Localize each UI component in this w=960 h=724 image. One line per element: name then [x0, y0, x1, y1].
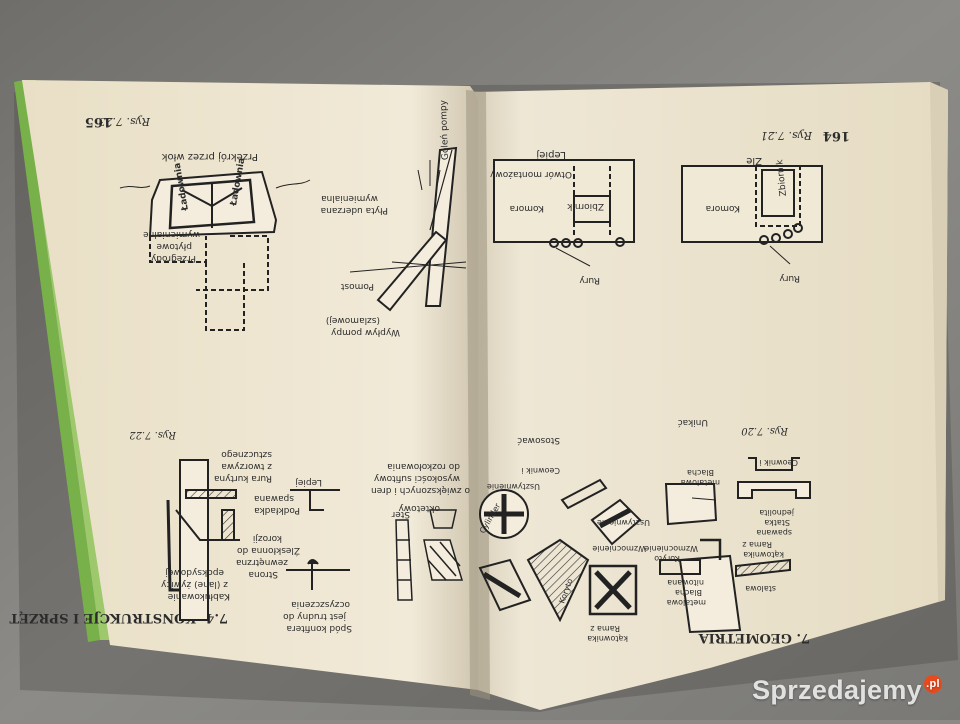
right-page-content: 164 Rys. 7.21 7. GEOMETRIA Rys. 7.20 Lep…: [478, 128, 850, 645]
label-ceownik-1: Ceownik i: [759, 458, 798, 467]
label-komora-2: Komora: [706, 203, 740, 213]
label-wyplyw-2: (szlamowej): [326, 315, 380, 325]
hold-cross-section-diagram: [119, 170, 311, 331]
label-strona-2: zewnętrzna: [236, 557, 288, 567]
label-nitowana: nitowana: [667, 578, 704, 587]
label-strona-4: korozji: [253, 533, 282, 543]
watermark-brand: Sprzedajemy: [752, 675, 922, 705]
label-ster: Ster: [391, 509, 410, 519]
label-otwor: Otwór montażowy: [489, 169, 572, 180]
label-lepiej-right: Lepiej: [536, 149, 566, 160]
cone-diagram: [395, 509, 464, 601]
left-fig-ref-top: Rys. 7.23: [99, 115, 151, 128]
label-spod-1: Spód konfitera: [286, 623, 352, 634]
label-zbiornik-1: Zbiornik: [566, 201, 604, 211]
label-wzmoc-1: Wzmocnienie: [592, 544, 646, 553]
label-zle-left: Źle: [285, 545, 300, 557]
label-plyta-wym: wymienialna: [321, 193, 378, 203]
label-statka-1: Statka: [764, 518, 790, 527]
column-flange-diagram: [166, 459, 350, 621]
label-kabl-2: z (lane) żywicy: [160, 579, 228, 589]
label-statka-2: spawana: [756, 528, 792, 537]
label-rama-1: Rama z: [742, 540, 772, 549]
label-komora-1: Komora: [510, 203, 544, 213]
label-przekroj: Przekrój przez włok: [161, 151, 258, 163]
left-page: [22, 80, 480, 690]
label-ceownik-2: Ceownik i: [521, 466, 560, 475]
label-wymienialne: wymienialne: [143, 229, 200, 239]
label-blacha-met: Blacha: [687, 468, 714, 477]
label-zbiornik-2: Zbiornik: [775, 158, 789, 196]
label-spod-3: oczyszczenia: [291, 599, 350, 609]
label-uszt-2: Usztywnienie: [597, 518, 650, 527]
pump-leg-diagram: [349, 146, 467, 312]
right-fig-ref-bottom: Rys. 7.20: [741, 425, 789, 436]
label-rama-2: kątownika: [743, 550, 784, 559]
label-katownik: kątownika: [587, 634, 628, 643]
label-metalowa-2: metalowa: [667, 598, 706, 607]
label-rura-kurt-3: sztucznego: [221, 449, 272, 459]
label-cyl-w2: o zwiększonych i dren: [371, 485, 470, 495]
label-koryto: Koryto: [654, 554, 680, 563]
label-rura-kurt-1: Rura kurtyna: [214, 473, 272, 483]
right-header-title: 7. GEOMETRIA: [698, 630, 810, 645]
label-statka-3: jednolita: [759, 508, 795, 517]
label-stosowac: Stosować: [517, 435, 560, 446]
label-unikac: Unikać: [678, 417, 708, 428]
label-strona-3: skłonna do: [237, 545, 286, 555]
tank-diagrams: [493, 159, 823, 267]
label-rura-kurt-2: z tworzywa: [221, 461, 272, 471]
watermark-tld: .pl: [924, 675, 942, 693]
label-metalowa: metalowa: [681, 478, 720, 487]
label-przegrody: Przegrody: [150, 253, 196, 263]
right-page-number: 164: [823, 128, 850, 143]
label-podkladka-2: spawana: [254, 493, 294, 503]
label-cyl-w4: do rozkołowania: [387, 461, 460, 471]
label-rama-z: Rama z: [590, 624, 620, 633]
label-zle-right: Źle: [746, 155, 762, 168]
label-uszt-1: Usztywnienie: [487, 482, 540, 491]
label-plytowe: płytowe: [156, 241, 192, 251]
label-rama-3: stalowa: [745, 584, 776, 593]
label-wzmoc-2: Wzmocnienie: [644, 544, 698, 553]
left-page-content: 7.4. KONSTRUKCJE I SPRZĘT 165 Rys. 7.23 …: [9, 99, 470, 634]
label-blacha-2: Blacha: [675, 588, 702, 597]
label-golen-1: Goleń pompy: [439, 99, 451, 160]
left-page-number: 165: [85, 114, 112, 129]
label-lepiej-left: Lepiej: [295, 477, 322, 487]
structural-sections-diagram: [478, 457, 811, 634]
label-wyplyw-1: Wypływ pompy: [330, 327, 400, 337]
green-cover-edge: [14, 80, 100, 642]
label-kabl-3: epoksydowej: [165, 567, 224, 577]
label-pomost: Pomost: [340, 281, 374, 291]
label-strona-1: Strona: [249, 569, 278, 579]
sprzedajemy-watermark: Sprzedajemy.pl: [752, 675, 942, 706]
label-cyl-w3: wysokości sufitowy: [373, 473, 460, 484]
label-plyta-uderzana: Płyta uderzana: [321, 205, 388, 215]
left-fig-ref-bottom: Rys. 7.22: [129, 429, 177, 440]
label-spod-2: jest trudny do: [283, 611, 347, 621]
label-rury-2: Rury: [779, 273, 800, 283]
right-fig-ref-top: Rys. 7.21: [761, 129, 813, 142]
label-rury-1: Rury: [579, 275, 600, 285]
label-podkladka-1: Podkładka: [254, 505, 300, 515]
label-oktetowy: oktetowy: [398, 503, 440, 513]
label-kabl-1: Kabłukowanie: [167, 591, 230, 601]
left-header-title: 7.4. KONSTRUKCJE I SPRZĘT: [9, 610, 228, 625]
